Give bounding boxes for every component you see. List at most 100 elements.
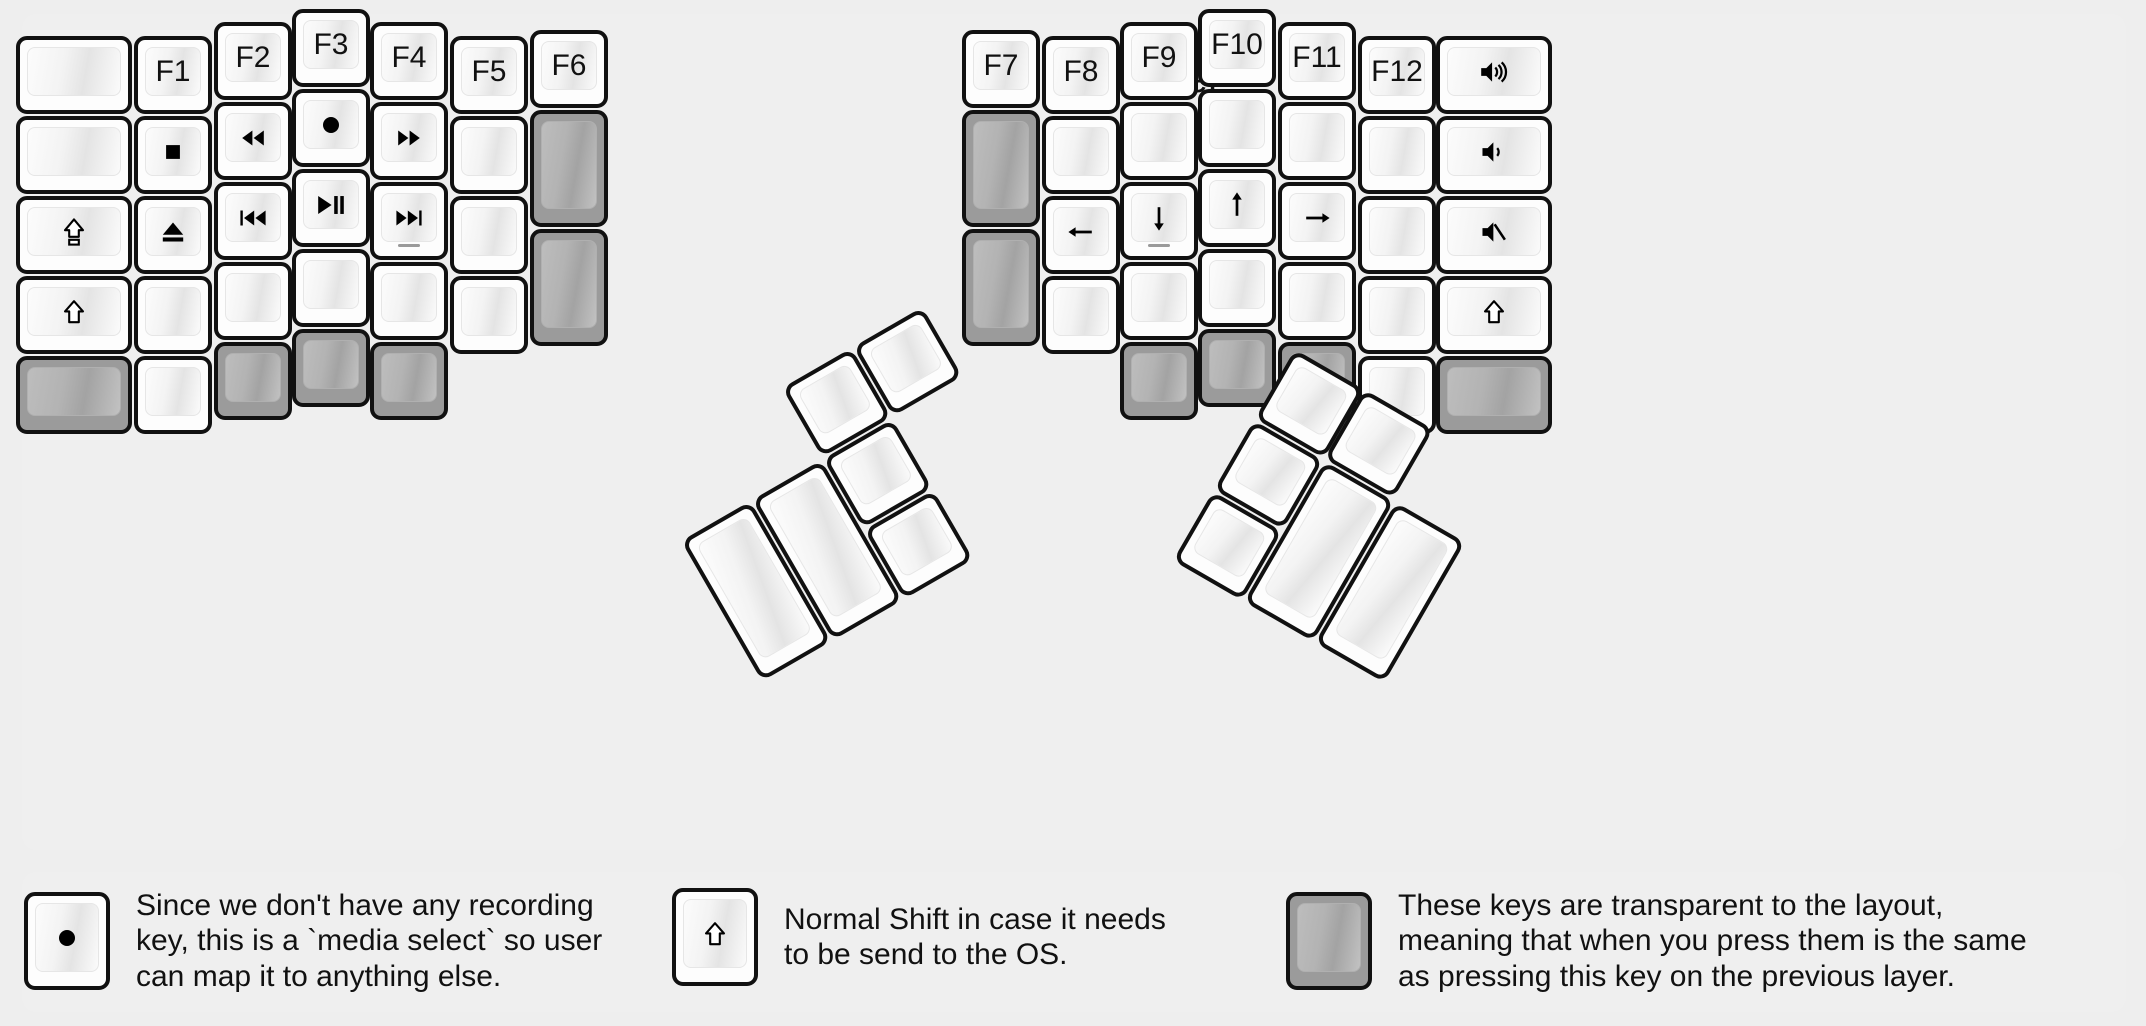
key-cap bbox=[27, 367, 121, 416]
key-cap bbox=[1289, 113, 1345, 162]
key-col-f9-r5[interactable] bbox=[1120, 342, 1198, 420]
key-cap: F8 bbox=[1053, 47, 1109, 96]
key-cap bbox=[145, 127, 201, 176]
key-cap bbox=[1053, 207, 1109, 256]
key-col-f11-r2[interactable] bbox=[1278, 102, 1356, 180]
key-col-f2-r3[interactable] bbox=[214, 182, 292, 260]
key-cap bbox=[1447, 367, 1541, 416]
key-cap bbox=[879, 505, 955, 579]
key-col-f2-r5[interactable] bbox=[214, 342, 292, 420]
key-col-f8-r1[interactable]: F8 bbox=[1042, 36, 1120, 114]
key-col-f10-r3[interactable] bbox=[1198, 169, 1276, 247]
key-col-f11-r1[interactable]: F11 bbox=[1278, 22, 1356, 100]
key-col-outer-right-r2[interactable] bbox=[1436, 116, 1552, 194]
key-col-outer-left-r3[interactable] bbox=[16, 196, 132, 274]
key-cap bbox=[1297, 903, 1361, 973]
key-col-f5-r2[interactable] bbox=[450, 116, 528, 194]
shift-icon bbox=[1479, 296, 1509, 328]
media-play-pause-icon bbox=[310, 189, 352, 221]
key-col-f3-r3[interactable] bbox=[292, 169, 370, 247]
key-cap: F12 bbox=[1369, 47, 1425, 96]
key-col-f1-r3[interactable] bbox=[134, 196, 212, 274]
key-cap bbox=[145, 207, 201, 256]
key-col-f8-r3[interactable] bbox=[1042, 196, 1120, 274]
key-col-outer-left-r1[interactable] bbox=[16, 36, 132, 114]
key-col-outer-left-r2[interactable] bbox=[16, 116, 132, 194]
key-label: F6 bbox=[551, 48, 587, 82]
key-cap bbox=[683, 899, 747, 968]
key-col-f5-r4[interactable] bbox=[450, 276, 528, 354]
key-cap bbox=[1191, 506, 1268, 580]
key-col-f2-r4[interactable] bbox=[214, 262, 292, 340]
key-col-f5-r3[interactable] bbox=[450, 196, 528, 274]
key-label: F3 bbox=[313, 27, 349, 61]
key-col-f7-r1[interactable]: F7 bbox=[962, 30, 1040, 108]
key-col-f10-r1[interactable]: F10 bbox=[1198, 9, 1276, 87]
key-cap bbox=[225, 113, 281, 162]
key-col-f9-r3[interactable] bbox=[1120, 182, 1198, 260]
key-col-f1-r4[interactable] bbox=[134, 276, 212, 354]
key-col-f8-r4[interactable] bbox=[1042, 276, 1120, 354]
key-col-f12-r1[interactable]: F12 bbox=[1358, 36, 1436, 114]
key-cap bbox=[1289, 193, 1345, 242]
key-col-outer-right-r1[interactable] bbox=[1436, 36, 1552, 114]
key-col-f4-r2[interactable] bbox=[370, 102, 448, 180]
key-col-f10-r4[interactable] bbox=[1198, 249, 1276, 327]
key-col-outer-right-r3[interactable] bbox=[1436, 196, 1552, 274]
key-col-f3-r1[interactable]: F3 bbox=[292, 9, 370, 87]
shift-icon bbox=[59, 296, 89, 328]
media-next-track-icon bbox=[388, 203, 430, 233]
key-col-f1-r5[interactable] bbox=[134, 356, 212, 434]
key-col-f9-r4[interactable] bbox=[1120, 262, 1198, 340]
key-col-f10-r5[interactable] bbox=[1198, 329, 1276, 407]
key-cap bbox=[1273, 364, 1350, 438]
key-col-f8-r2[interactable] bbox=[1042, 116, 1120, 194]
key-col-f9-r2[interactable] bbox=[1120, 102, 1198, 180]
key-col-f2-r2[interactable] bbox=[214, 102, 292, 180]
key-col-f12-r3[interactable] bbox=[1358, 196, 1436, 274]
key-col-outer-left-r5[interactable] bbox=[16, 356, 132, 434]
key-col-f4-r1[interactable]: F4 bbox=[370, 22, 448, 100]
key-cap bbox=[1209, 100, 1265, 149]
homing-bar bbox=[1148, 244, 1170, 247]
key-cap bbox=[1131, 193, 1187, 242]
key-cap: F1 bbox=[145, 47, 201, 96]
key-col-f3-r5[interactable] bbox=[292, 329, 370, 407]
key-col-f3-r4[interactable] bbox=[292, 249, 370, 327]
key-col-f4-r3[interactable] bbox=[370, 182, 448, 260]
volume-up-icon bbox=[1475, 56, 1513, 88]
key-cap bbox=[1447, 287, 1541, 336]
key-col-f7-r2[interactable] bbox=[962, 110, 1040, 227]
key-col-f4-r4[interactable] bbox=[370, 262, 448, 340]
media-record-icon bbox=[315, 109, 347, 141]
key-cap bbox=[27, 127, 121, 176]
key-cap: F11 bbox=[1289, 33, 1345, 82]
key-col-f1-r1[interactable]: F1 bbox=[134, 36, 212, 114]
key-col-outer-left-r4[interactable] bbox=[16, 276, 132, 354]
key-col-f2-r1[interactable]: F2 bbox=[214, 22, 292, 100]
key-label: F5 bbox=[471, 54, 507, 88]
key-col-f5-r1[interactable]: F5 bbox=[450, 36, 528, 114]
key-col-f12-r4[interactable] bbox=[1358, 276, 1436, 354]
key-col-outer-right-r5[interactable] bbox=[1436, 356, 1552, 434]
key-col-f7-r3[interactable] bbox=[962, 229, 1040, 346]
key-col-f9-r1[interactable]: F9 bbox=[1120, 22, 1198, 100]
key-col-f4-r5[interactable] bbox=[370, 342, 448, 420]
key-cap bbox=[1209, 180, 1265, 229]
key-col-f11-r4[interactable] bbox=[1278, 262, 1356, 340]
key-label: F11 bbox=[1292, 40, 1342, 74]
key-col-f6-r3[interactable] bbox=[530, 229, 608, 346]
key-cap bbox=[35, 903, 99, 973]
key-col-f1-r2[interactable] bbox=[134, 116, 212, 194]
key-cap bbox=[797, 363, 873, 437]
key-col-outer-right-r4[interactable] bbox=[1436, 276, 1552, 354]
caps-lock-icon bbox=[59, 215, 89, 249]
legend-item-2: Normal Shift in case it needs to be send… bbox=[672, 888, 1166, 986]
key-label: F10 bbox=[1211, 27, 1263, 61]
key-col-f10-r2[interactable] bbox=[1198, 89, 1276, 167]
key-col-f3-r2[interactable] bbox=[292, 89, 370, 167]
key-col-f6-r1[interactable]: F6 bbox=[530, 30, 608, 108]
key-col-f6-r2[interactable] bbox=[530, 110, 608, 227]
key-col-f11-r3[interactable] bbox=[1278, 182, 1356, 260]
key-col-f12-r2[interactable] bbox=[1358, 116, 1436, 194]
